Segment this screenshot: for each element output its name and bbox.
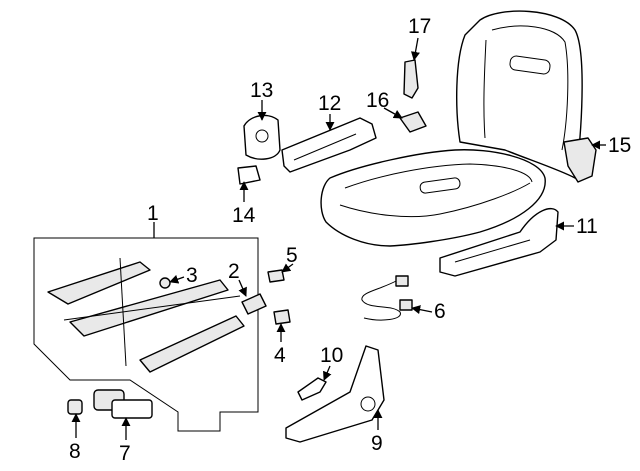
- callout-4: 4: [274, 344, 286, 367]
- part-16-bracket: [399, 111, 427, 133]
- part-1-group-frame: [33, 237, 259, 432]
- callout-16: 16: [366, 89, 389, 112]
- part-2-bracket: [241, 293, 267, 315]
- part-8-cap: [67, 399, 83, 415]
- part-11-side-trim: [439, 207, 559, 277]
- callout-2: 2: [228, 260, 240, 283]
- part-15-trim: [563, 137, 597, 183]
- part-7-motor: [93, 389, 153, 419]
- callout-5: 5: [286, 244, 298, 267]
- callout-15: 15: [608, 134, 631, 157]
- callout-11: 11: [576, 215, 598, 238]
- callout-7: 7: [119, 442, 131, 465]
- part-5-clip: [267, 269, 285, 283]
- part-3-bolt: [159, 277, 171, 289]
- leader-2: [238, 279, 247, 297]
- part-13-cover: [243, 114, 281, 160]
- part-4-clip: [273, 309, 291, 325]
- leader-3: [169, 274, 185, 284]
- part-14-clip: [237, 165, 261, 185]
- leader-16: [383, 107, 403, 119]
- callout-10: 10: [320, 344, 343, 367]
- part-1-seat-track: [47, 257, 245, 373]
- callout-9: 9: [371, 432, 383, 455]
- leader-6: [411, 305, 433, 315]
- part-10-handle: [297, 377, 327, 401]
- callout-17: 17: [408, 15, 431, 38]
- callout-8: 8: [69, 440, 81, 463]
- callout-3: 3: [186, 264, 198, 287]
- leader-5: [281, 263, 294, 273]
- callout-13: 13: [250, 79, 273, 102]
- callout-12: 12: [318, 92, 341, 115]
- part-17-rod: [403, 59, 419, 99]
- part-9-recliner: [285, 345, 385, 443]
- callout-6: 6: [434, 300, 446, 323]
- part-6-harness: [361, 279, 401, 321]
- leader-17: [410, 37, 420, 61]
- seat-cushion: [320, 149, 546, 247]
- leader-10: [323, 365, 332, 381]
- callout-14: 14: [232, 204, 256, 227]
- callout-1: 1: [147, 202, 159, 225]
